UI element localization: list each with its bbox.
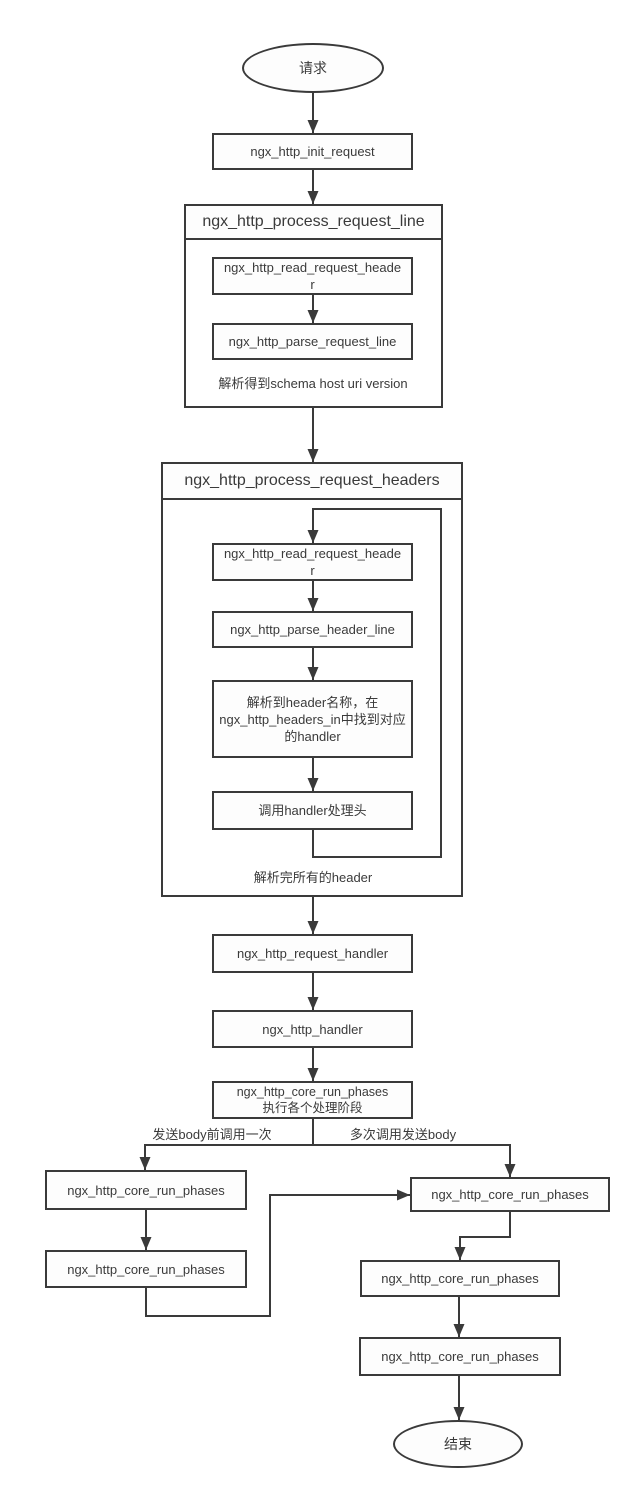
arrow-branch-right [313, 1144, 516, 1177]
node-parse-request-line: ngx_http_parse_request_line [212, 323, 413, 360]
arrow-header-loop [307, 508, 442, 858]
caption-all-headers-parsed: 解析完所有的header [253, 870, 373, 885]
node-call-handler: 调用handler处理头 [212, 791, 413, 830]
node-core-run-phases: ngx_http_core_run_phases 执行各个处理阶段 [212, 1081, 413, 1119]
node-request-handler: ngx_http_request_handler [212, 934, 413, 973]
caption-schema-host-uri: 解析得到schema host uri version [218, 376, 408, 391]
node-right-phase-1: ngx_http_core_run_phases [410, 1177, 610, 1212]
group-process-request-line-title: ngx_http_process_request_line [186, 206, 441, 240]
node-right-phase-2: ngx_http_core_run_phases [360, 1260, 560, 1297]
node-find-handler: 解析到header名称，在 ngx_http_headers_in中找到对应 的… [212, 680, 413, 758]
node-parse-header-line: ngx_http_parse_header_line [212, 611, 413, 648]
node-read-request-header-1: ngx_http_read_request_heade r [212, 257, 413, 295]
arrow-right1-to-right2 [454, 1212, 511, 1260]
label-branch-left: 发送body前调用一次 [152, 1127, 272, 1142]
group-process-request-headers: ngx_http_process_request_headers [161, 462, 463, 897]
node-http-handler: ngx_http_handler [212, 1010, 413, 1048]
node-left-phase-2: ngx_http_core_run_phases [45, 1250, 247, 1288]
node-init-request: ngx_http_init_request [212, 133, 413, 170]
start-node: 请求 [242, 43, 384, 93]
node-right-phase-3: ngx_http_core_run_phases [359, 1337, 561, 1376]
node-read-request-header-2: ngx_http_read_request_heade r [212, 543, 413, 581]
node-left-phase-1: ngx_http_core_run_phases [45, 1170, 247, 1210]
end-node: 结束 [393, 1420, 523, 1468]
arrow-left2-to-right1 [145, 1189, 410, 1317]
arrow-branch-left [139, 1119, 314, 1170]
group-process-request-line: ngx_http_process_request_line [184, 204, 443, 408]
label-branch-right: 多次调用发送body [349, 1127, 457, 1142]
group-process-request-headers-title: ngx_http_process_request_headers [163, 464, 461, 500]
